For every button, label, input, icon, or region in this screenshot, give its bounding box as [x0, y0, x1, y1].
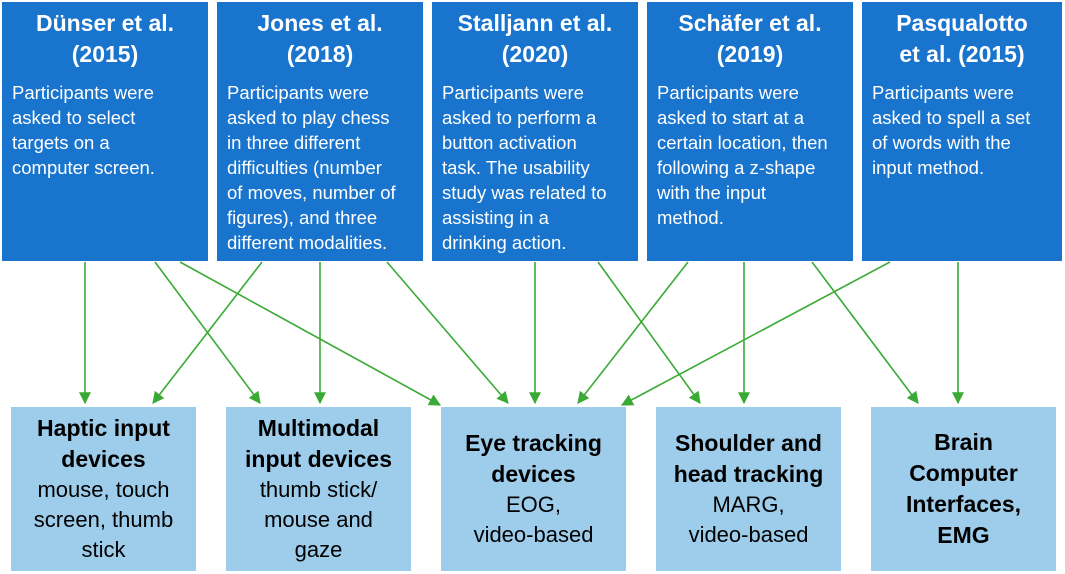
- study-title: Dünser et al. (2015): [35, 10, 175, 67]
- study-box-jones: Jones et al. (2018) Participants were as…: [217, 2, 423, 261]
- study-box-schaefer: Schäfer et al. (2019) Participants were …: [647, 2, 853, 261]
- arrow-duenser-to-eye: [179, 261, 442, 406]
- category-description: MARG, video-based: [688, 492, 809, 547]
- category-box-multimodal: Multimodal input devices thumb stick/ mo…: [226, 407, 411, 571]
- study-title: Jones et al. (2018): [257, 10, 383, 67]
- category-title: Brain Computer Interfaces, EMG: [905, 429, 1022, 548]
- study-title: Stalljann et al. (2020): [457, 10, 613, 67]
- study-description: Participants were asked to perform a but…: [442, 82, 607, 253]
- category-title: Multimodal input devices: [245, 415, 392, 472]
- category-title: Shoulder and head tracking: [673, 430, 824, 487]
- arrow-schaefer-to-eye: [577, 261, 689, 404]
- category-description: mouse, touch screen, thumb stick: [33, 477, 174, 562]
- category-box-shoulder-head: Shoulder and head tracking MARG, video-b…: [656, 407, 841, 571]
- study-title: Schäfer et al. (2019): [678, 10, 822, 67]
- category-title: Haptic input devices: [37, 415, 170, 472]
- study-box-duenser: Dünser et al. (2015) Participants were a…: [2, 2, 208, 261]
- arrow-stalljann-to-shoulder: [597, 261, 701, 404]
- study-box-stalljann: Stalljann et al. (2020) Participants wer…: [432, 2, 638, 261]
- study-description: Participants were asked to select target…: [12, 82, 155, 178]
- study-description: Participants were asked to play chess in…: [227, 82, 396, 253]
- study-title: Pasqualotto et al. (2015): [896, 10, 1028, 67]
- category-description: thumb stick/ mouse and gaze: [259, 477, 378, 562]
- category-box-bci-emg: Brain Computer Interfaces, EMG: [871, 407, 1056, 571]
- arrow-pasqualotto-to-eye: [620, 261, 891, 406]
- study-box-pasqualotto: Pasqualotto et al. (2015) Participants w…: [862, 2, 1062, 261]
- study-description: Participants were asked to spell a set o…: [872, 82, 1031, 178]
- category-description: EOG, video-based: [473, 492, 594, 547]
- category-box-eye-tracking: Eye tracking devices EOG, video-based: [441, 407, 626, 571]
- arrow-schaefer-to-brain: [811, 261, 919, 404]
- arrow-jones-to-eye: [386, 261, 509, 404]
- category-box-haptic: Haptic input devices mouse, touch screen…: [11, 407, 196, 571]
- category-title: Eye tracking devices: [465, 430, 602, 487]
- study-description: Participants were asked to start at a ce…: [657, 82, 828, 228]
- arrow-jones-to-haptic: [152, 261, 263, 404]
